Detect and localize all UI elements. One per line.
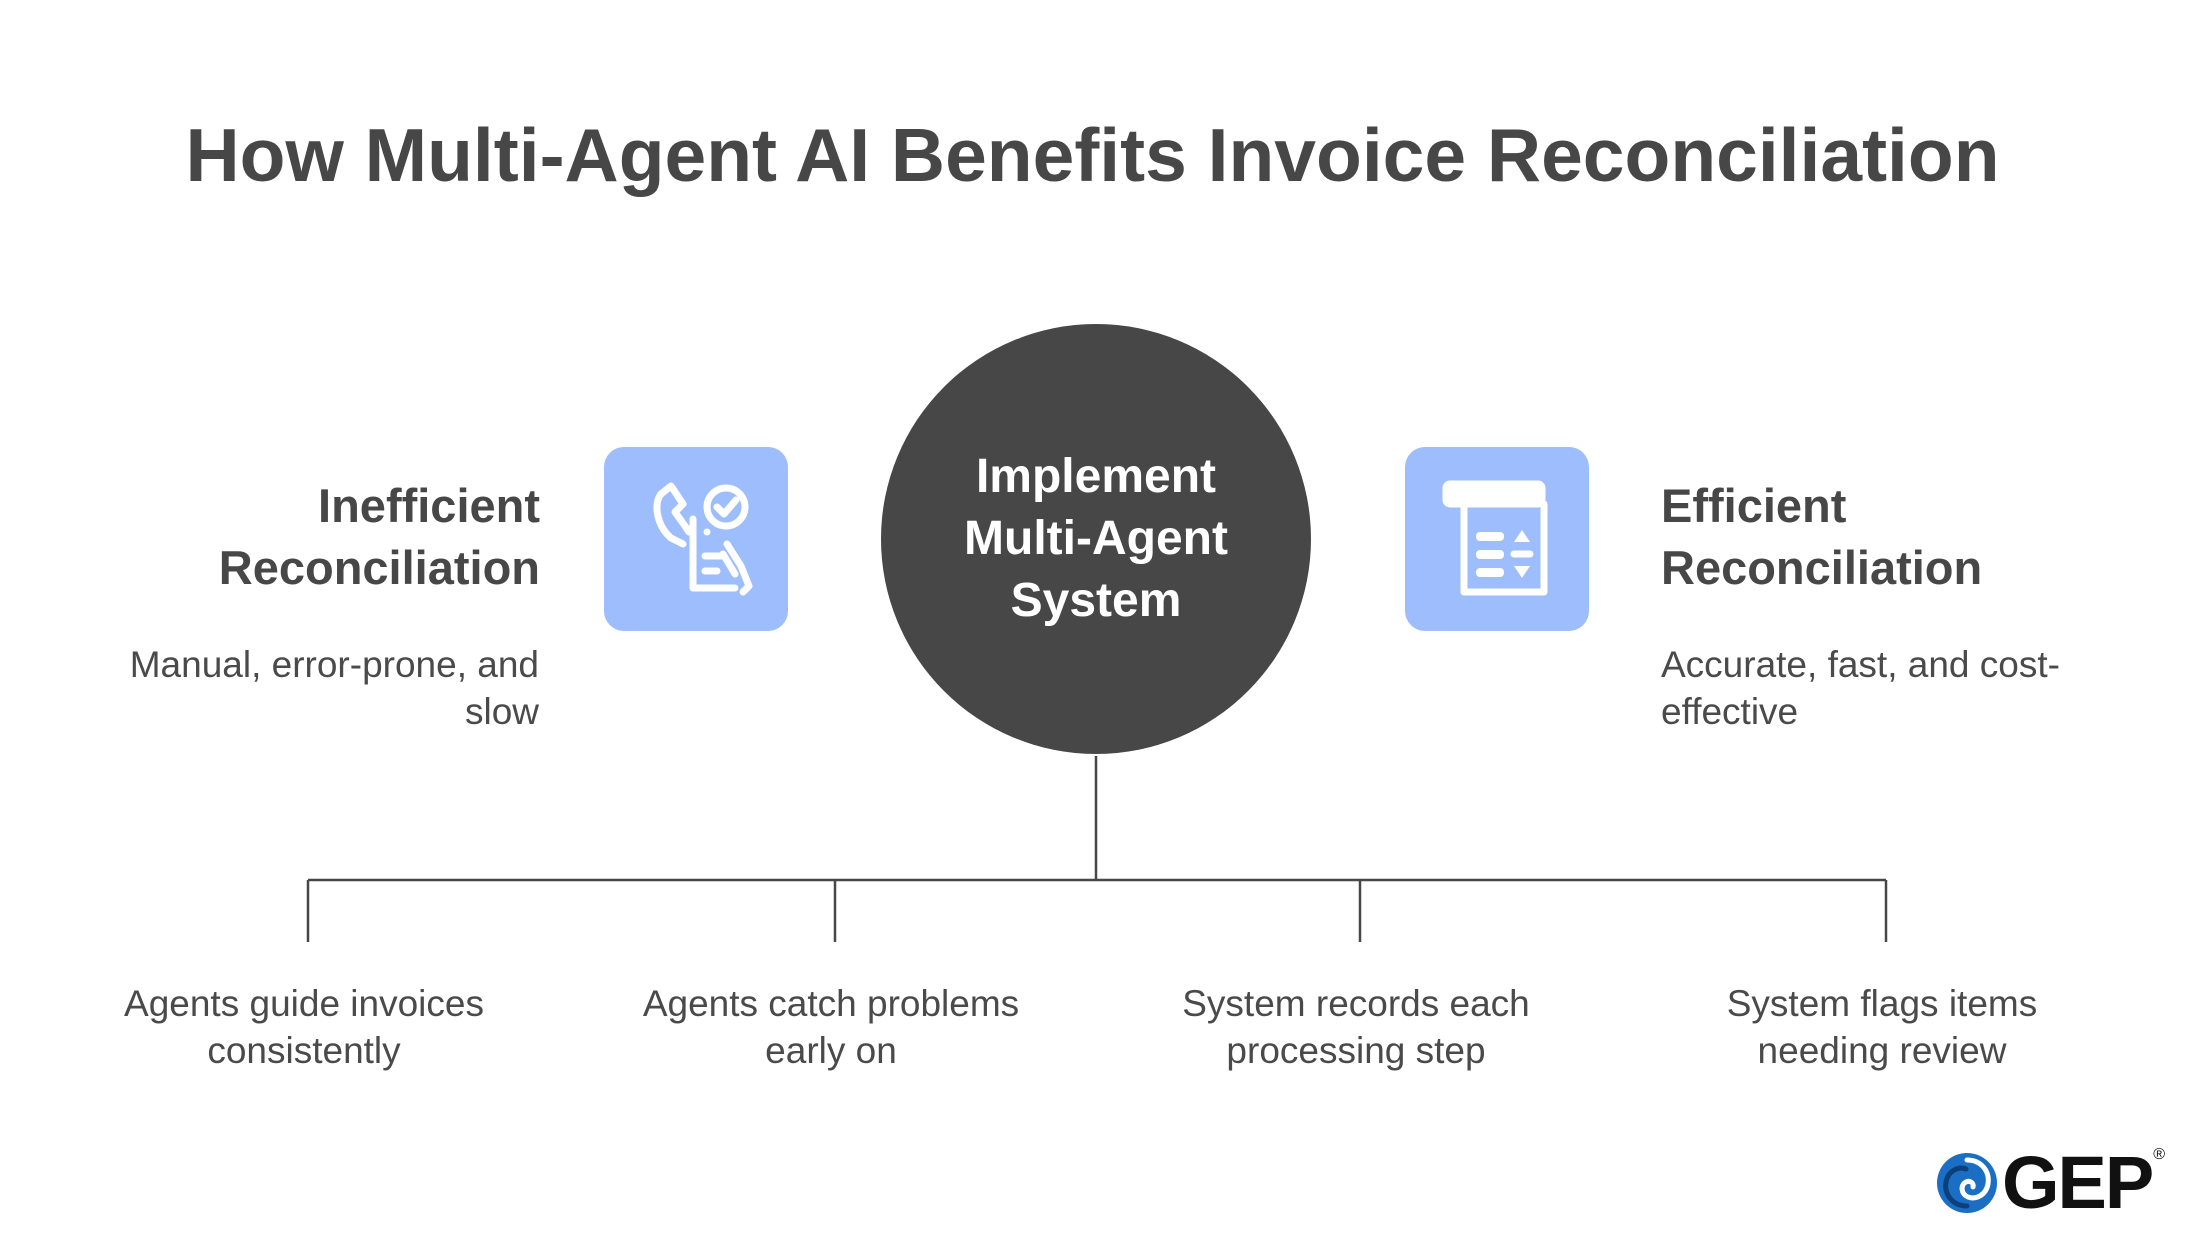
logo-wordmark: GEP: [2002, 1141, 2154, 1224]
solution-description-line2: effective: [1661, 691, 1799, 732]
problem-description-line1: Manual, error-prone, and: [129, 644, 539, 685]
problem-description-line2: slow: [464, 691, 539, 732]
outcome-item: System flags items needing review: [1662, 980, 2102, 1074]
outcome-line1: Agents guide invoices: [124, 983, 484, 1024]
center-node: Implement Multi-Agent System: [881, 324, 1311, 754]
logo-registered-mark: ®: [2153, 1146, 2166, 1163]
solution-description: Accurate, fast, and cost- effective: [1661, 641, 2101, 735]
outcome-line1: System flags items: [1726, 983, 2038, 1024]
gep-logo: GEP ®: [1936, 1140, 2165, 1225]
sortable-document-list-icon: [1442, 480, 1548, 596]
outcome-line2: early on: [765, 1030, 897, 1071]
gep-swirl-icon: [1937, 1152, 1997, 1213]
center-label: Implement Multi-Agent System: [931, 446, 1261, 632]
problem-heading: Inefficient Reconciliation: [120, 475, 540, 599]
problem-heading-line1: Inefficient: [318, 479, 540, 532]
solution-icon-tile: [1405, 447, 1589, 631]
outcome-line2: needing review: [1757, 1030, 2007, 1071]
outcome-item: Agents catch problems early on: [611, 980, 1051, 1074]
solution-heading-line2: Reconciliation: [1661, 541, 1983, 594]
center-label-line1: Implement: [975, 450, 1217, 503]
solution-description-line1: Accurate, fast, and cost-: [1661, 644, 2060, 685]
solution-heading-line1: Efficient: [1661, 479, 1847, 532]
outcome-item: System records each processing step: [1136, 980, 1576, 1074]
center-label-line2: Multi-Agent: [964, 512, 1228, 565]
outcome-item: Agents guide invoices consistently: [84, 980, 524, 1074]
problem-description: Manual, error-prone, and slow: [99, 641, 539, 735]
problem-icon-tile: [604, 447, 788, 631]
solution-heading: Efficient Reconciliation: [1661, 475, 2111, 599]
outcome-line2: consistently: [207, 1030, 401, 1071]
problem-heading-line2: Reconciliation: [218, 541, 540, 594]
outcome-line1: Agents catch problems: [642, 983, 1020, 1024]
outcome-line2: processing step: [1226, 1030, 1486, 1071]
outcome-line1: System records each: [1182, 983, 1530, 1024]
page-title: How Multi-Agent AI Benefits Invoice Reco…: [185, 113, 2000, 197]
hand-holding-approved-document-icon: [653, 482, 753, 596]
center-label-line3: System: [1010, 574, 1182, 627]
